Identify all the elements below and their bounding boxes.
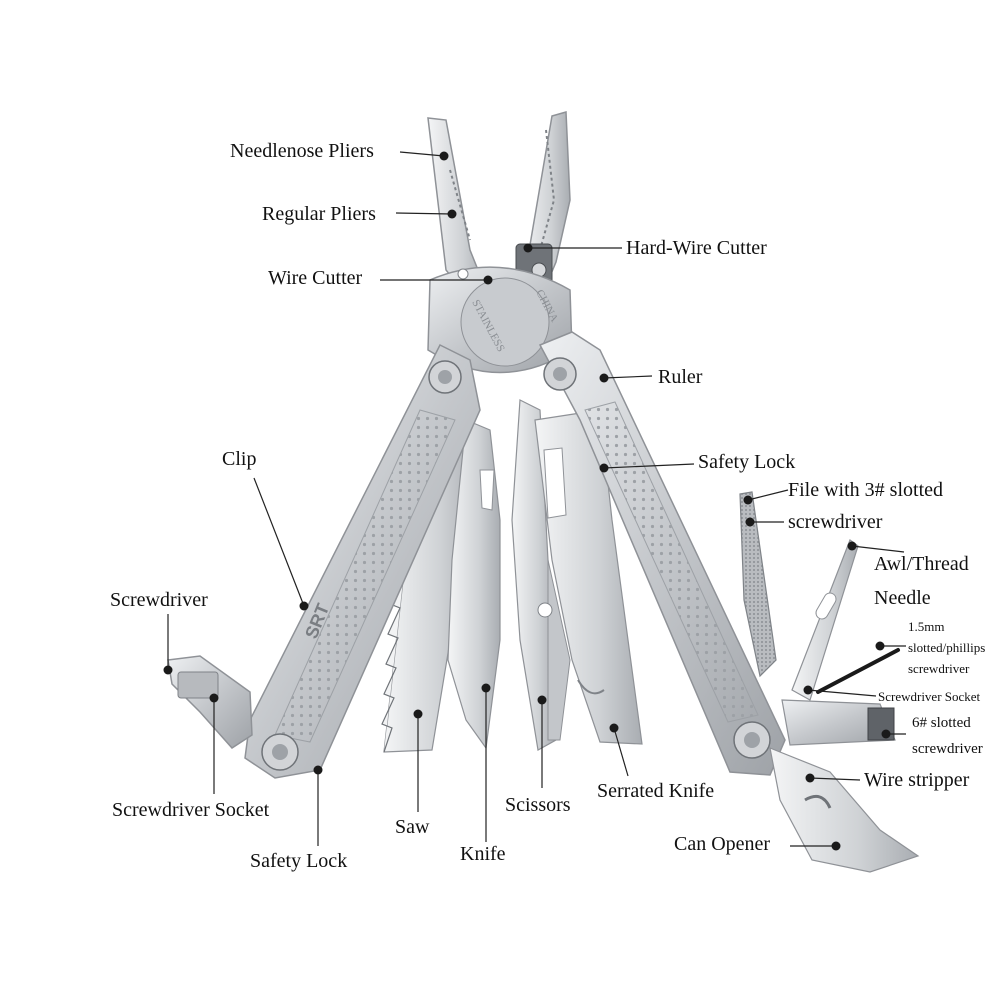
label-needlenose-pliers: Needlenose Pliers bbox=[230, 140, 374, 162]
mini-screwdriver bbox=[816, 648, 900, 694]
label-can-opener: Can Opener bbox=[674, 833, 771, 855]
knife-blade bbox=[447, 419, 501, 750]
label-safety-lock-right: Safety Lock bbox=[698, 451, 796, 473]
label-ruler: Ruler bbox=[658, 366, 703, 388]
label-mini-screwdriver-line3: screwdriver bbox=[908, 661, 970, 676]
label-saw: Saw bbox=[395, 816, 430, 838]
leader-dots bbox=[163, 151, 891, 851]
label-serrated-knife: Serrated Knife bbox=[597, 780, 715, 802]
label-screwdriver-socket-right: Screwdriver Socket bbox=[878, 689, 981, 704]
label-slotted6-line2: screwdriver bbox=[912, 741, 983, 757]
label-wire-stripper: Wire stripper bbox=[864, 769, 970, 791]
right-handle bbox=[538, 331, 786, 776]
label-file-line1: File with 3# slotted bbox=[788, 479, 943, 501]
label-screwdriver-socket-left: Screwdriver Socket bbox=[112, 799, 270, 821]
label-screwdriver-left: Screwdriver bbox=[110, 589, 208, 611]
label-awl-line1: Awl/Thread bbox=[874, 553, 969, 575]
label-scissors: Scissors bbox=[505, 794, 571, 816]
label-awl-line2: Needle bbox=[874, 587, 931, 609]
label-file-line2: screwdriver bbox=[788, 511, 883, 533]
left-screwdriver-socket bbox=[167, 655, 253, 749]
right-screwdriver-socket bbox=[781, 699, 896, 746]
label-hard-wire-cutter: Hard-Wire Cutter bbox=[626, 237, 767, 259]
label-clip: Clip bbox=[222, 448, 257, 470]
can-opener-tool bbox=[769, 747, 920, 873]
label-safety-lock-left: Safety Lock bbox=[250, 850, 348, 872]
label-slotted6-line1: 6# slotted bbox=[912, 715, 971, 731]
label-mini-screwdriver-line1: 1.5mm bbox=[908, 619, 945, 634]
file-tool bbox=[739, 491, 777, 678]
label-regular-pliers: Regular Pliers bbox=[262, 203, 376, 225]
label-knife: Knife bbox=[460, 843, 506, 865]
label-mini-screwdriver-line2: slotted/phillips bbox=[908, 640, 986, 655]
leader-lines bbox=[167, 151, 906, 847]
label-wire-cutter: Wire Cutter bbox=[268, 267, 363, 289]
scissors bbox=[511, 399, 571, 751]
